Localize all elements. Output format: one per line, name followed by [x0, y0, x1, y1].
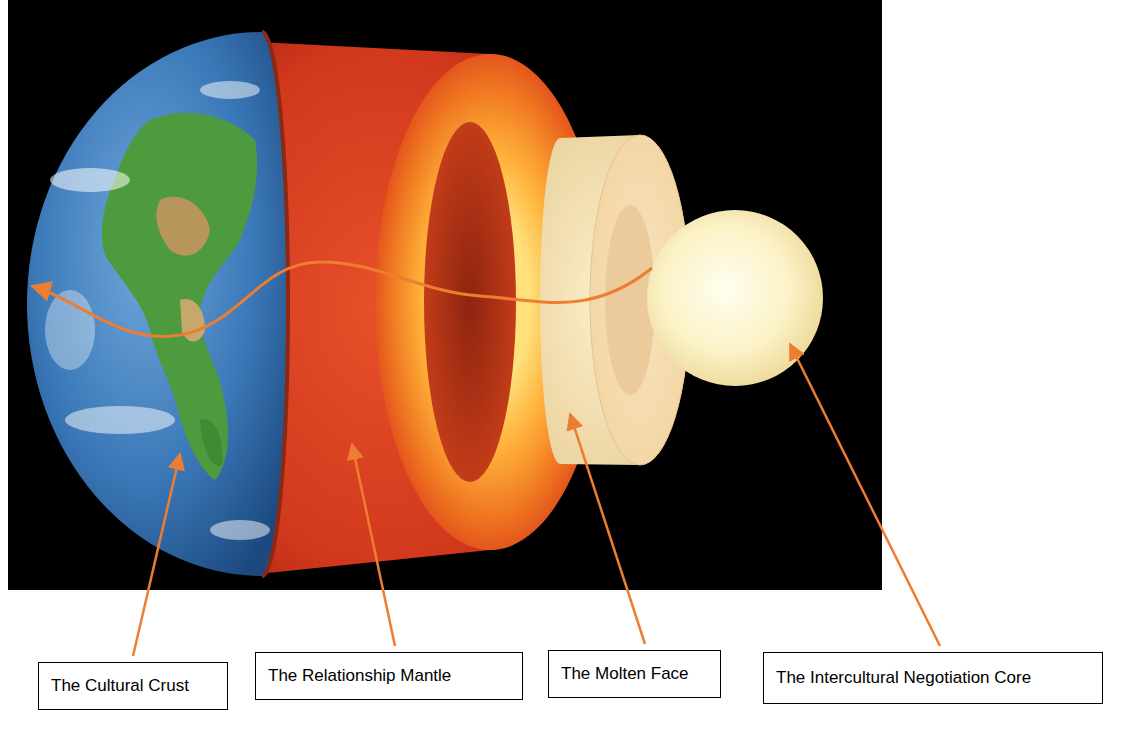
label-text: The Molten Face	[561, 664, 689, 684]
label-text: The Intercultural Negotiation Core	[776, 668, 1031, 688]
leader-line	[352, 444, 395, 646]
label-text: The Relationship Mantle	[268, 666, 451, 686]
leader-line	[790, 344, 940, 646]
leader-line	[133, 454, 180, 656]
label-text: The Cultural Crust	[51, 676, 189, 696]
label-box: The Intercultural Negotiation Core	[763, 652, 1103, 704]
wavy-line	[32, 262, 652, 336]
label-box: The Molten Face	[548, 650, 721, 698]
label-box: The Cultural Crust	[38, 662, 228, 710]
globe-crust	[27, 32, 288, 576]
leader-line	[570, 414, 645, 644]
black-backdrop	[8, 0, 882, 590]
label-box: The Relationship Mantle	[255, 652, 523, 700]
